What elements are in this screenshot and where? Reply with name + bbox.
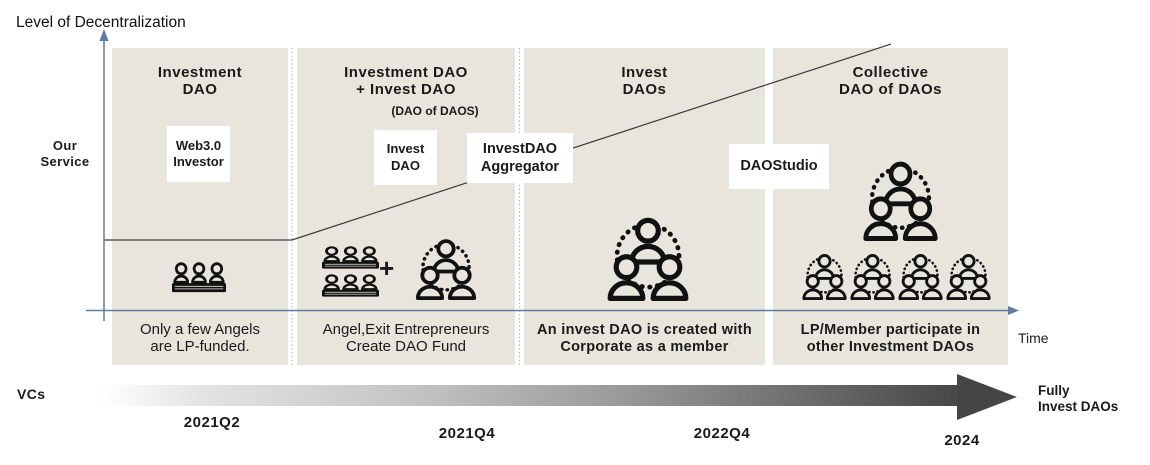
- plus-sign: +: [379, 253, 395, 283]
- stage-title: Investment DAO: [157, 64, 243, 98]
- timeline-tick-2022q4: 2022Q4: [693, 425, 751, 442]
- x-axis-label: Time: [1018, 330, 1049, 346]
- timeline-tick-2024: 2024: [944, 432, 980, 449]
- dao-circle-icon: [850, 253, 895, 300]
- y-axis-label: Level of Decentralization: [16, 14, 186, 31]
- our-service-label: Our Service: [40, 138, 90, 169]
- dao-circle-icon: [861, 160, 940, 241]
- dao-circle-icon: [415, 239, 477, 300]
- stage-panel-invest-daos: Invest DAOs An invest DAO is created wit…: [524, 48, 765, 365]
- stage-caption: LP/Member participate in other Investmen…: [800, 322, 981, 355]
- audience-icon: [172, 262, 226, 293]
- audience-icon: [322, 246, 379, 269]
- stage-title: Invest DAOs: [621, 64, 668, 98]
- dao-circle-icon: [946, 253, 991, 300]
- vcs-label: VCs: [17, 386, 46, 402]
- stage-panel-investment-plus-invest-dao: Investment DAO + Invest DAO (DAO of DAOS…: [297, 48, 515, 365]
- invest-dao-box: Invest DAO: [374, 130, 437, 185]
- stage-caption: Only a few Angels are LP-funded.: [139, 321, 261, 355]
- gradient-arrow-bar: [100, 385, 958, 406]
- gradient-arrow-head-icon: [957, 374, 1017, 420]
- investdao-aggregator-box: InvestDAO Aggregator: [467, 133, 573, 183]
- audience-icon: [322, 274, 379, 297]
- stage-title: Investment DAO + Invest DAO: [344, 64, 468, 98]
- daostudio-box: DAOStudio: [729, 144, 829, 189]
- stage-caption: An invest DAO is created with Corporate …: [537, 322, 752, 355]
- stage-caption: Angel,Exit Entrepreneurs Create DAO Fund: [322, 321, 490, 355]
- fully-invest-daos-label: Fully Invest DAOs: [1038, 383, 1119, 414]
- timeline-tick-2021q4: 2021Q4: [438, 425, 496, 442]
- dao-circle-icon: [898, 253, 943, 300]
- dao-circle-icon: [802, 253, 847, 300]
- timeline-tick-2021q2: 2021Q2: [183, 414, 241, 431]
- dao-circle-icon: [605, 216, 691, 301]
- x-axis-arrowhead-icon: [1008, 306, 1019, 315]
- stage-panel-investment-dao: Investment DAO Only a few Angels are LP-…: [112, 48, 288, 365]
- stage-subtitle: (DAO of DAOS): [391, 104, 479, 118]
- web3-investor-box: Web3.0 Investor: [167, 126, 230, 182]
- stage-title: Collective DAO of DAOs: [839, 64, 942, 98]
